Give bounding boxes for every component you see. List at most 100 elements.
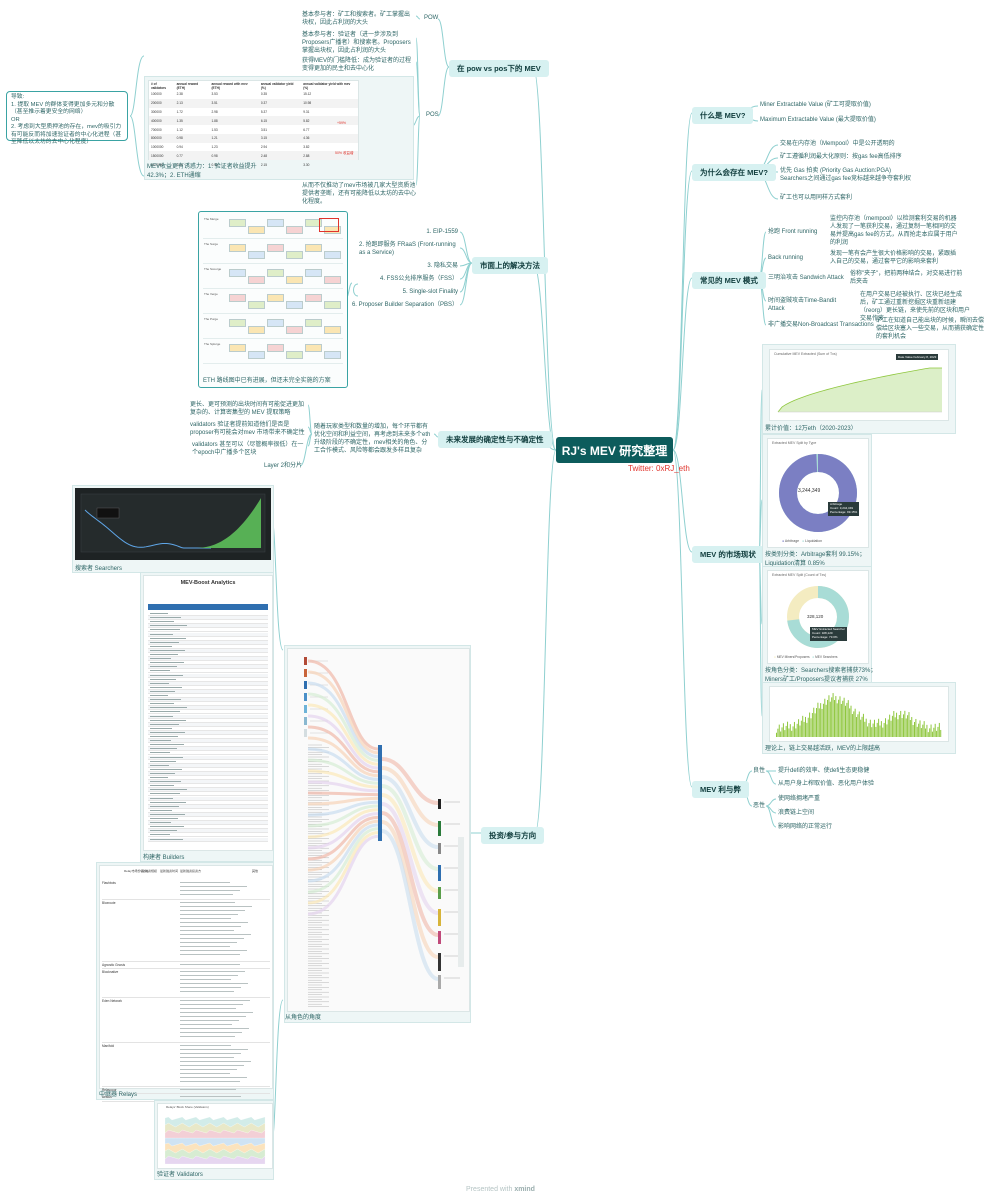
roadmap-block — [305, 269, 322, 277]
topic-mev-pros-cons[interactable]: MEV 利与弊 — [692, 781, 749, 798]
topic-future-certainty[interactable]: 未来发展的确定性与不确定性 — [438, 431, 552, 448]
activity-bar — [937, 726, 939, 737]
builders-row-bar — [150, 666, 177, 668]
topic-what-is-mev[interactable]: 什么是 MEV? — [692, 107, 754, 124]
relay-text-line — [180, 926, 241, 928]
table-row — [148, 616, 268, 621]
relay-text-line — [180, 894, 233, 895]
roadmap-block — [267, 294, 284, 302]
table-row — [148, 739, 268, 744]
relay-text-line — [180, 1072, 230, 1074]
table-row — [148, 817, 268, 821]
relay-text-line — [180, 1004, 243, 1006]
roadmap-row-label: The Merge — [204, 217, 219, 221]
pow-item-1: 基本参与者：矿工和搜索者。矿工掌握出块权，因此占利润的大头 — [302, 12, 411, 27]
connector-proscons-5 — [765, 805, 777, 814]
roadmap-block — [286, 351, 303, 359]
topic-mev-market[interactable]: MEV 的市场现状 — [692, 546, 764, 563]
builders-row-bar — [150, 703, 174, 705]
mode-front-running: 抢跑 Front running — [768, 229, 818, 235]
mode-non-broadcast: 非广播交易Non-Broadcast Transactions — [768, 322, 874, 328]
activity-bar — [845, 705, 846, 737]
mev-boost-caption: MEV收益更有诱惑力：1. 验证者收益提升42.3%；2. ETH通缩 — [147, 164, 257, 179]
yield-cell: 0.77 — [176, 153, 183, 158]
activity-bar — [912, 725, 914, 737]
root-topic[interactable]: RJ's MEV 研究整理 — [556, 437, 673, 463]
relay-text-line — [180, 1080, 240, 1082]
yield-cell: 0.98 — [176, 136, 183, 141]
mode-time-bandit-desc: 在用户交易已经被执行、区块已经生成后，矿工通过重新挖掘区块重新组建（reorg）… — [860, 292, 971, 323]
yield-cell: 0.98 — [211, 153, 218, 158]
topic-why-mev[interactable]: 为什么会存在 MEV? — [692, 164, 776, 181]
relay-text-line — [180, 886, 247, 887]
donut1-tip-1: Count: — [830, 505, 839, 510]
relays-caption: 中继器 Relays — [99, 1092, 138, 1098]
sankey-flow — [307, 670, 379, 755]
connector-future-3 — [307, 433, 313, 447]
activity-bar — [916, 726, 918, 737]
table-row — [148, 636, 268, 641]
market-panel-2: Extracted MEV Split by Type 3,244,349 Ar… — [762, 434, 872, 568]
table-row — [148, 698, 268, 703]
table-row — [148, 833, 268, 838]
builders-row-bar — [150, 715, 173, 717]
topic-common-mev-modes[interactable]: 常见的 MEV 模式 — [692, 272, 766, 289]
yield-cell: 2.15 — [260, 162, 268, 167]
builders-row-bar — [150, 711, 180, 713]
activity-bar — [922, 724, 924, 737]
role-sankey-diagram — [304, 657, 464, 1007]
table-row — [148, 644, 268, 649]
topic-investment-roles[interactable]: 投资/参与方向 — [481, 827, 545, 844]
sankey-right-side — [458, 837, 464, 967]
builders-row-bar — [150, 723, 179, 725]
roadmap-row-label: The Purge — [204, 317, 219, 321]
activity-bar — [915, 718, 917, 737]
market-caption-2: 按类别分类：Arbitrage套利 99.15%；Liquidation清算 0… — [765, 552, 866, 567]
relays-panel: Relay市场份额(%)总融资规模最新融资时间最新融资投资方其他 Flashbo… — [96, 862, 274, 1102]
table-row — [148, 767, 268, 772]
table-row — [148, 837, 268, 842]
connector-powpos-6 — [415, 115, 421, 186]
activity-bar — [890, 720, 892, 737]
yield-cell: 2.98 — [211, 109, 218, 114]
activity-bar — [806, 722, 808, 737]
activity-bar — [919, 720, 921, 737]
table-row — [148, 694, 268, 698]
roadmap-block — [267, 244, 284, 252]
builders-caption: 构建者 Builders — [143, 855, 185, 861]
activity-bar — [832, 693, 834, 737]
activity-bar — [822, 703, 824, 737]
activity-bar — [914, 722, 915, 737]
builders-row-bar — [150, 727, 172, 729]
builders-row-bar — [150, 789, 187, 791]
activity-bar — [787, 721, 789, 737]
builders-row-bar — [150, 818, 178, 819]
table-row — [148, 681, 268, 686]
future-item-2: validators 验证者提前知道他们是否是proposer有可能会对mev … — [190, 422, 305, 437]
future-item-1: 更长、更可预测的出块时间有可能促进更加复杂的、计算密集型的 MEV 提取策略 — [190, 402, 305, 417]
sankey-flow — [307, 808, 379, 839]
builders-row-bar — [150, 617, 181, 619]
yield-header-1: annual reward (ETH) — [176, 81, 199, 90]
xmind-logo: xmind — [514, 1186, 535, 1193]
topic-pow-vs-pos[interactable]: 在 pow vs pos下的 MEV — [449, 60, 549, 77]
donut-type-tooltip: Arbitrage Count: 3,244,349 Percentage: 9… — [828, 502, 860, 516]
activity-bar — [897, 719, 899, 737]
relays-table-card: Relay市场份额(%)总融资规模最新融资时间最新融资投资方其他 Flashbo… — [99, 865, 273, 1102]
relay-text-line — [180, 1060, 251, 1062]
connector-solution-5 — [459, 262, 473, 306]
relay-text-line — [180, 942, 237, 944]
topic-solutions[interactable]: 市面上的解决方法 — [472, 257, 548, 274]
builders-row-bar — [150, 674, 183, 676]
searchers-tooltip — [96, 507, 120, 519]
activity-bar — [827, 699, 829, 737]
table-row — [148, 821, 268, 826]
activity-bar — [909, 720, 911, 737]
roadmap-row-label: The Scourge — [204, 267, 222, 271]
activity-bar — [810, 718, 812, 737]
builders-analytics-title: MEV-Boost Analytics — [180, 580, 236, 586]
